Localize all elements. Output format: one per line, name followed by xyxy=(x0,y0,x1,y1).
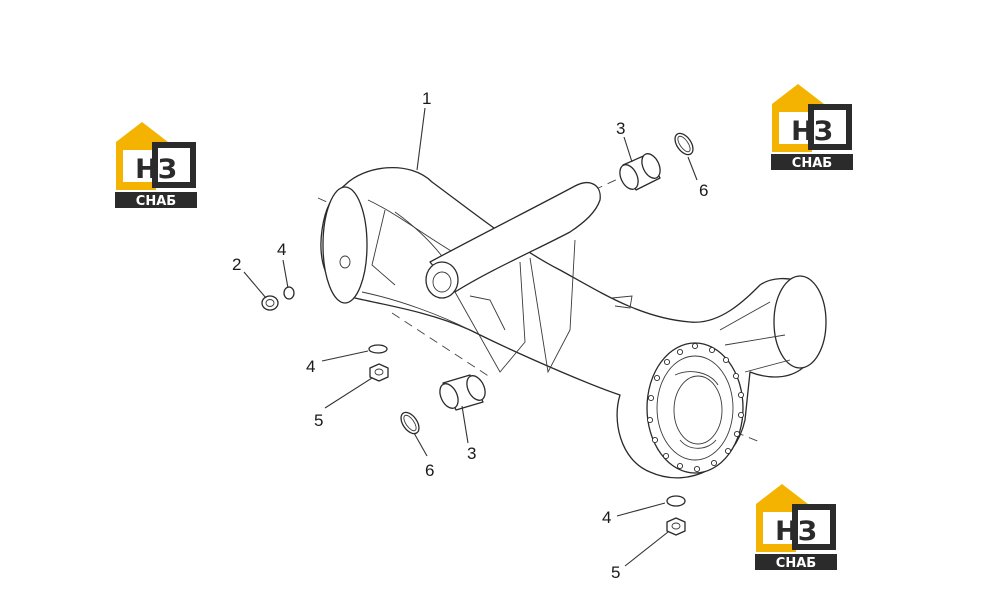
callout-2: 2 xyxy=(232,255,241,274)
split-ring-top xyxy=(674,132,694,156)
callout-6-bottom: 6 xyxy=(425,461,434,480)
callout-3-top: 3 xyxy=(616,119,625,138)
callout-4-mid: 4 xyxy=(306,357,315,376)
plug-part-2 xyxy=(261,295,279,311)
logo-word: СНАБ xyxy=(776,556,816,571)
logo-letters: НЗ xyxy=(135,154,177,185)
bushing-bottom xyxy=(439,374,486,411)
leader-lines xyxy=(243,107,698,567)
callout-5-mid: 5 xyxy=(314,411,323,430)
nut-mid xyxy=(369,363,389,382)
nut-bottom xyxy=(666,517,686,536)
watermark-logo-left: НЗ СНАБ xyxy=(115,122,197,209)
callout-5-bottom: 5 xyxy=(611,563,620,582)
watermark-logo-top-right: НЗ СНАБ xyxy=(771,84,853,171)
bushing-top xyxy=(619,153,661,191)
split-ring-bottom xyxy=(400,411,420,435)
logo-letters: НЗ xyxy=(775,516,817,547)
o-ring-mid xyxy=(368,344,388,354)
callout-6-top: 6 xyxy=(699,181,708,200)
callout-3-bottom: 3 xyxy=(467,444,476,463)
callout-4-bottom: 4 xyxy=(602,508,611,527)
callout-4-left: 4 xyxy=(277,240,286,259)
logo-word: СНАБ xyxy=(792,156,832,171)
o-ring-left xyxy=(283,286,295,300)
o-ring-bottom xyxy=(666,495,686,507)
axle-housing xyxy=(317,166,827,479)
watermark-logo-bottom-right: НЗ СНАБ xyxy=(755,484,837,571)
logo-letters: НЗ xyxy=(791,116,833,147)
logo-word: СНАБ xyxy=(136,194,176,209)
callout-1: 1 xyxy=(422,89,431,108)
hub-bolt-holes xyxy=(646,342,745,473)
